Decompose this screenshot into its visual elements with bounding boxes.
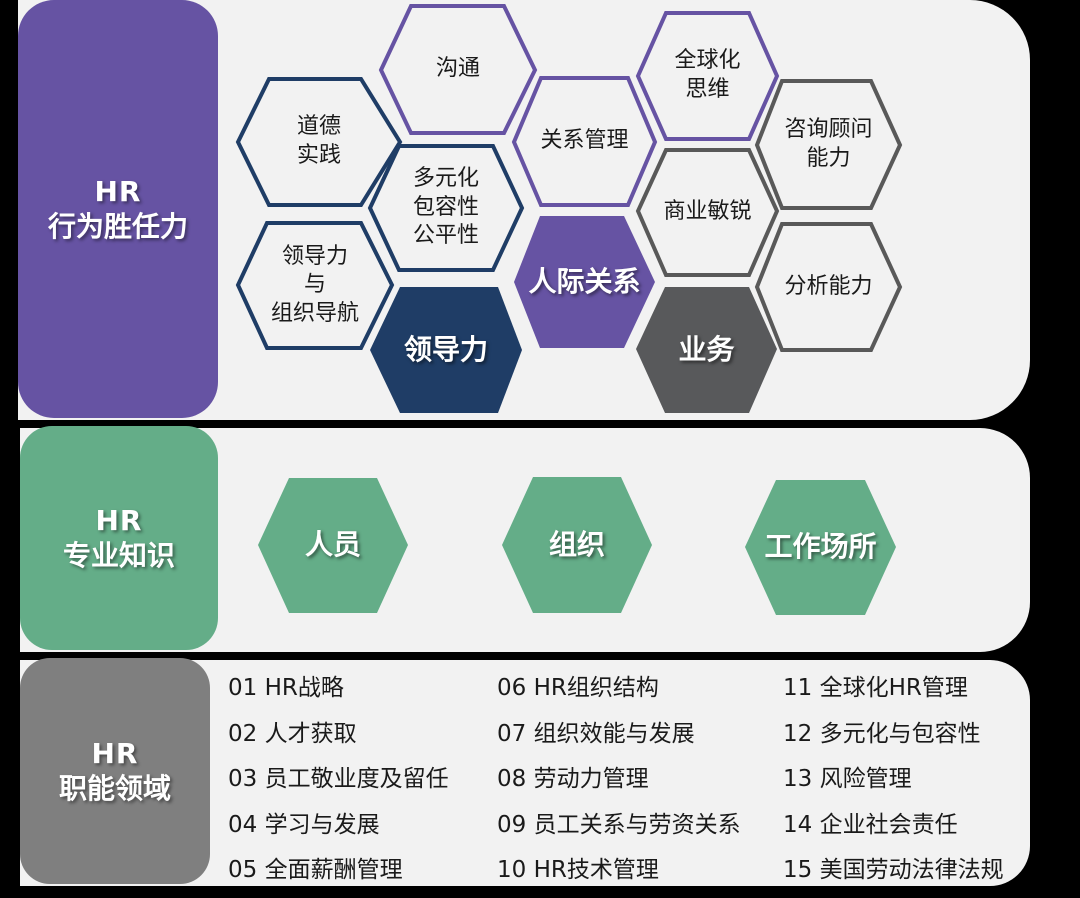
functional-section-label: HR 职能领域 — [20, 658, 210, 884]
behavior-label-line2: 行为胜任力 — [47, 210, 188, 243]
hex-consultation — [754, 79, 903, 210]
functional-label-line1: HR — [91, 737, 139, 770]
hex-label-communication: 沟通 — [435, 56, 480, 82]
knowledge-label-line2: 专业知识 — [62, 539, 175, 572]
functional-area-item: 07 组织效能与发展 — [497, 721, 695, 747]
hex-label-workplace: 工作场所 — [764, 530, 877, 564]
functional-area-item: 15 美国劳动法律法规 — [783, 857, 1004, 883]
hex-label-leadership-navigation: 领导力 与 组织导航 — [270, 243, 359, 326]
hex-label-global-mindset: 全球化 思维 — [674, 48, 741, 102]
functional-area-item: 12 多元化与包容性 — [783, 721, 981, 747]
hex-business-acumen — [635, 148, 780, 277]
functional-area-item: 08 劳动力管理 — [497, 766, 649, 792]
hex-organization — [502, 477, 652, 613]
hex-ethics — [235, 77, 403, 207]
knowledge-section-label: HR 专业知识 — [20, 426, 218, 650]
hex-label-ethics: 道德 实践 — [296, 114, 341, 168]
hex-business — [636, 287, 777, 413]
behavior-section-label: HR 行为胜任力 — [18, 0, 218, 418]
functional-area-item: 11 全球化HR管理 — [783, 675, 968, 701]
hex-label-interpersonal: 人际关系 — [528, 264, 641, 298]
hex-label-people: 人员 — [304, 528, 361, 562]
knowledge-label-line1: HR — [95, 504, 143, 537]
functional-area-item: 09 员工关系与劳资关系 — [497, 812, 741, 838]
functional-area-item: 03 员工敬业度及留任 — [228, 766, 449, 792]
hex-global-mindset — [635, 11, 780, 141]
functional-area-item: 14 企业社会责任 — [783, 812, 958, 838]
functional-area-item: 05 全面薪酬管理 — [228, 857, 403, 883]
hex-workplace — [745, 480, 896, 615]
hex-label-business: 业务 — [678, 332, 735, 366]
functional-area-item: 06 HR组织结构 — [497, 675, 659, 701]
hex-people — [258, 478, 408, 613]
hex-interpersonal — [514, 216, 655, 348]
functional-label-line2: 职能领域 — [58, 772, 171, 805]
hex-label-business-acumen: 商业敏锐 — [663, 199, 752, 225]
hex-label-analytical: 分析能力 — [784, 273, 873, 299]
functional-area-item: 02 人才获取 — [228, 721, 357, 747]
hex-relationship-management — [511, 76, 658, 207]
hex-analytical — [754, 222, 903, 352]
hex-diversity — [367, 144, 525, 272]
hex-label-consultation: 咨询顾问 能力 — [784, 116, 873, 171]
functional-area-item: 10 HR技术管理 — [497, 857, 659, 883]
hex-label-organization: 组织 — [548, 527, 605, 561]
hex-label-leadership: 领导力 — [403, 332, 488, 366]
hex-label-relationship-management: 关系管理 — [540, 128, 629, 154]
behavior-label-line1: HR — [94, 175, 142, 208]
functional-area-item: 01 HR战略 — [228, 675, 344, 701]
functional-area-item: 13 风险管理 — [783, 766, 912, 792]
functional-area-item: 04 学习与发展 — [228, 812, 380, 838]
hex-leadership — [370, 287, 522, 413]
hex-leadership-navigation — [235, 221, 395, 350]
hex-communication — [378, 3, 538, 135]
hex-label-diversity: 多元化 包容性 公平性 — [412, 166, 479, 249]
